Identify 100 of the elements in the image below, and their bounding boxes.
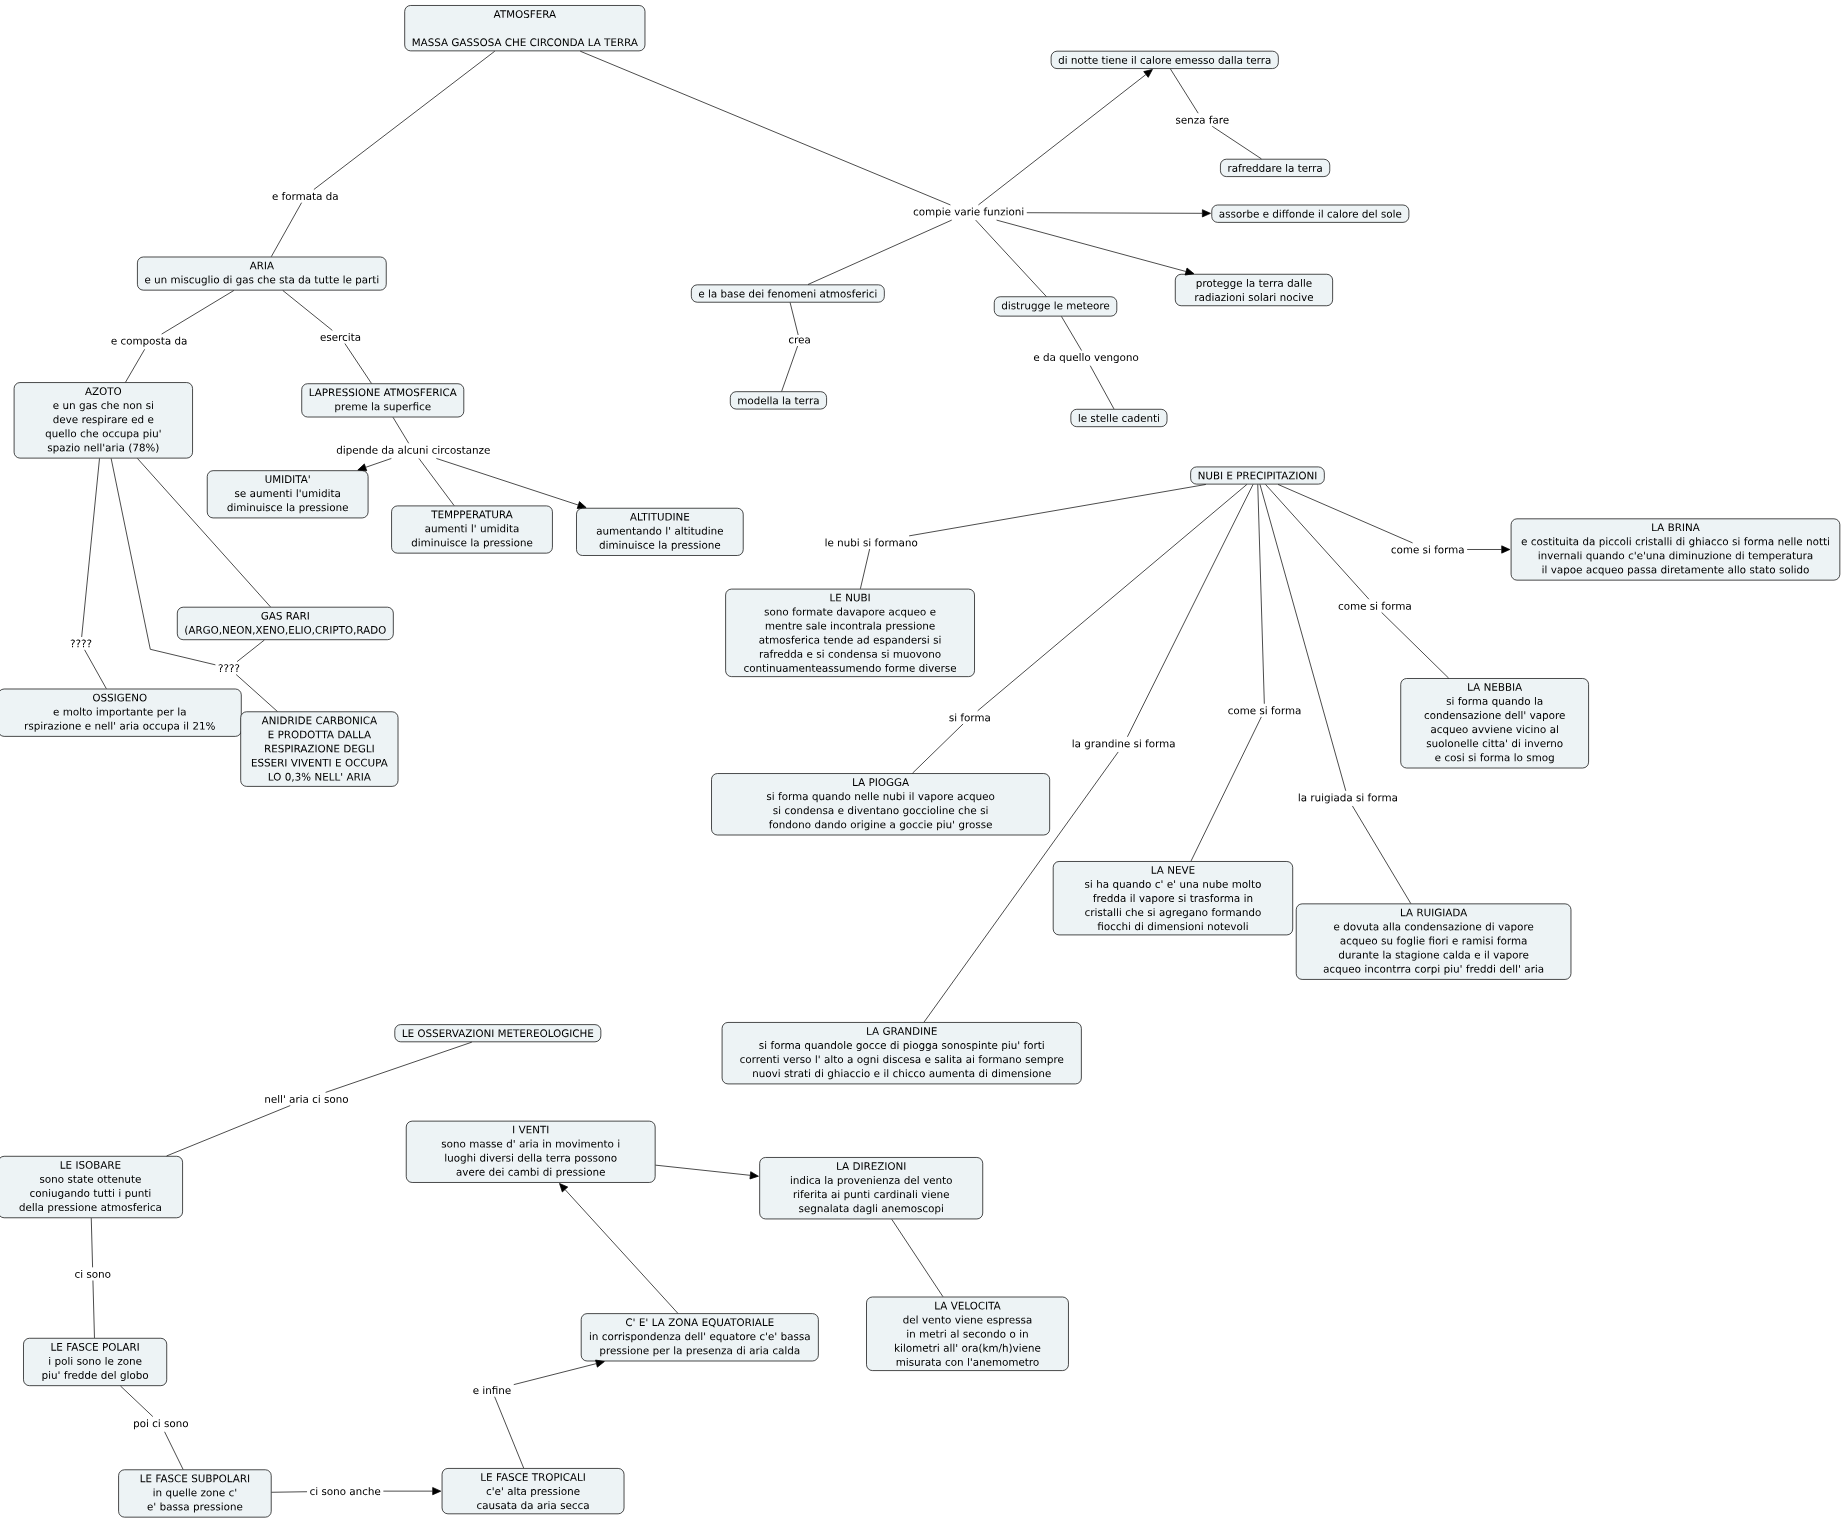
linking-phrase: nell' aria ci sono (262, 1092, 351, 1106)
connector-line (975, 219, 1047, 297)
concept-box: LAPRESSIONE ATMOSFERICA preme la superfice (301, 383, 465, 418)
connector-line (344, 343, 372, 384)
connector-line (977, 484, 1248, 712)
connector-line (494, 1396, 525, 1469)
connector-line (92, 1280, 95, 1339)
arrow (513, 1359, 605, 1385)
connector-line (418, 458, 455, 506)
linking-phrase: come si forma (1335, 599, 1415, 613)
linking-phrase: esercita (317, 330, 364, 344)
connector-line (120, 1385, 154, 1417)
connector-line (270, 202, 302, 257)
linking-phrase: e da quello vengono (1031, 350, 1142, 366)
connector-line (1265, 484, 1370, 600)
concept-box: LA PIOGGA si forma quando nelle nubi il vapore acqueo si condensa e diventano goccioline che si fondono dando origine a goccie piu' grosse (711, 773, 1050, 836)
concept-box: LA GRANDINE si forma quandole gocce di piogga sonospinte piu' forti correnti verso l' alto a ogni discesa e salita ai formano sempre nuovi strati di ghiaccio e il chicco aumenta di dimensione (721, 1022, 1082, 1085)
linking-phrase: ci sono anche (307, 1484, 384, 1498)
connector-line (110, 458, 216, 666)
concept-box: I VENTI sono masse d' aria in movimento i luoghi diversi della terra possono avere dei cambi di pressione (405, 1120, 656, 1183)
linking-phrase: le nubi si formano (822, 536, 921, 549)
connector-line (807, 219, 953, 285)
concept-box: LE NUBI sono formate davapore acqueo e mentre sale incontrala pressione atmosferica tende ad espandersi si rafredda e si condensa si muovono continuamenteassumendo forme diverse (725, 588, 975, 677)
connector-line (161, 290, 235, 335)
concept-box: TEMPPERATURA aumenti l' umidita diminuisce la pressione (391, 505, 553, 554)
connector-line (1352, 805, 1412, 904)
connector-line (860, 548, 870, 590)
concept-box: ATMOSFERA MASSA GASSOSA CHE CIRCONDA LA TERRA (404, 5, 646, 52)
connector-line (325, 1041, 473, 1093)
connector-line (789, 302, 799, 336)
concept-box: ALTITUDINE aumentando l' altitudine diminuisce la pressione (576, 507, 744, 556)
concept-box: LA NEVE si ha quando c' e' una nube molto fredda il vapore si trasforma in cristalli che si agregano formando fiocchi di dimensioni notevoli (1052, 861, 1294, 936)
connector-line (164, 1431, 184, 1470)
connector-line (137, 458, 271, 608)
concept-box: LA NEBBIA si forma quando la condensazione dell' vapore acqueo avviene vicino al suolonelle citta' di inverno e cosi si forma lo smog (1400, 678, 1589, 769)
concept-box: le stelle cadenti (1070, 408, 1168, 428)
arrow (436, 458, 587, 509)
concept-box: ARIA e un miscuglio di gas che sta da tutte le parti (137, 256, 387, 291)
connector-line (81, 458, 100, 638)
linking-phrase: crea (786, 335, 814, 346)
linking-phrase: ???? (67, 637, 95, 650)
connector-line (1277, 484, 1413, 544)
concept-box: distrugge le meteore (993, 296, 1118, 317)
concept-box: LA VELOCITA del vento viene espressa in metri al secondo o in kilometri all' ora(km/h)viene misurata con l'anemometro (866, 1296, 1069, 1371)
connector-line (923, 751, 1119, 1023)
concept-box: ANIDRIDE CARBONICA E PRODOTTA DALLA RESPIRAZIONE DEGLI ESSERI VIVENTI E OCCUPA LO 0,3% NELL' ARIA (240, 711, 399, 787)
connector-line (891, 1218, 944, 1297)
linking-phrase: senza fare (1173, 113, 1232, 127)
linking-phrase: dipende da alcuni circostanze (333, 443, 493, 459)
arrow (996, 219, 1195, 276)
linking-phrase: come si forma (1225, 704, 1304, 717)
arrow (978, 69, 1153, 206)
concept-box: AZOTO e un gas che non si deve respirare ed e quello che occupa piu' spazio nell'aria (78%) (13, 382, 193, 459)
concept-box: LA RUIGIADA e dovuta alla condensazione di vapore acqueo su foglie fiori e ramisi forma durante la stagione calda e il vapore acqueo incontrra corpi piu' freddi dell' aria (1295, 903, 1572, 980)
concept-box: NUBI E PRECIPITAZIONI (1190, 466, 1325, 485)
connector-line (1170, 68, 1199, 114)
connector-line (1089, 365, 1115, 410)
connector-line (1127, 484, 1254, 738)
connector-line (236, 639, 265, 662)
connector-line (90, 1217, 93, 1268)
connector-line (271, 1491, 308, 1493)
concept-box: C' E' LA ZONA EQUATORIALE in corrispondenza dell' equatore c'e' bassa pressione per la presenza di aria calda (580, 1313, 819, 1362)
arrow (357, 458, 392, 472)
linking-phrase: ???? (215, 661, 243, 675)
connector-line (781, 345, 798, 392)
linking-phrase: poi ci sono (130, 1416, 191, 1432)
connector-line (125, 348, 146, 383)
concept-box: e la base dei fenomeni atmosferici (691, 284, 885, 303)
concept-box: OSSIGENO e molto importante per la rspirazione e nell' aria occupa il 21% (0, 688, 242, 737)
concept-box: LE OSSERVAZIONI METEREOLOGICHE (394, 1024, 602, 1043)
concept-box: UMIDITA' se aumenti l'umidita diminuisce la pressione (206, 470, 369, 519)
arrow (1026, 209, 1211, 218)
connector-line (1257, 484, 1265, 705)
concept-box: LE FASCE TROPICALI c'e' alta pressione causata da aria secca (441, 1468, 625, 1515)
concept-box: LE FASCE POLARI i poli sono le zone piu' fredde del globo (23, 1337, 168, 1386)
concept-box: protegge la terra dalle radiazioni solari nocive (1174, 273, 1333, 307)
concept-box: LE FASCE SUBPOLARI in quelle zone c' e' bassa pressione (118, 1469, 272, 1518)
arrow (559, 1183, 679, 1314)
connector-line (282, 290, 333, 331)
linking-phrase: ci sono (72, 1267, 114, 1281)
linking-phrase: compie varie funzioni (910, 205, 1027, 220)
connector-line (1190, 716, 1262, 862)
connector-line (908, 484, 1207, 537)
connector-line (166, 1105, 291, 1157)
linking-phrase: la grandine si forma (1069, 737, 1178, 752)
linking-phrase: e composta da (108, 334, 190, 349)
connector-line (1381, 612, 1449, 679)
connector-line (1259, 484, 1347, 792)
concept-box: LE ISOBARE sono state ottenute coniugando tutti i punti della pressione atmosferica (0, 1155, 183, 1219)
connector-line (84, 649, 107, 689)
connector-line (1211, 126, 1262, 160)
concept-box: assorbe e diffonde il calore del sole (1211, 204, 1410, 223)
connector-line (912, 723, 964, 774)
concept-box: modella la terra (729, 391, 827, 410)
concept-box: di notte tiene il calore emesso dalla terra (1050, 50, 1279, 69)
connector-line (235, 674, 278, 712)
connector-line (392, 417, 410, 444)
arrow (383, 1487, 442, 1496)
linking-phrase: la ruigiada si forma (1295, 791, 1401, 806)
concept-box: LA DIREZIONI indica la provenienza del vento riferita ai punti cardinali viene segnalata dagli anemoscopi (759, 1157, 984, 1220)
